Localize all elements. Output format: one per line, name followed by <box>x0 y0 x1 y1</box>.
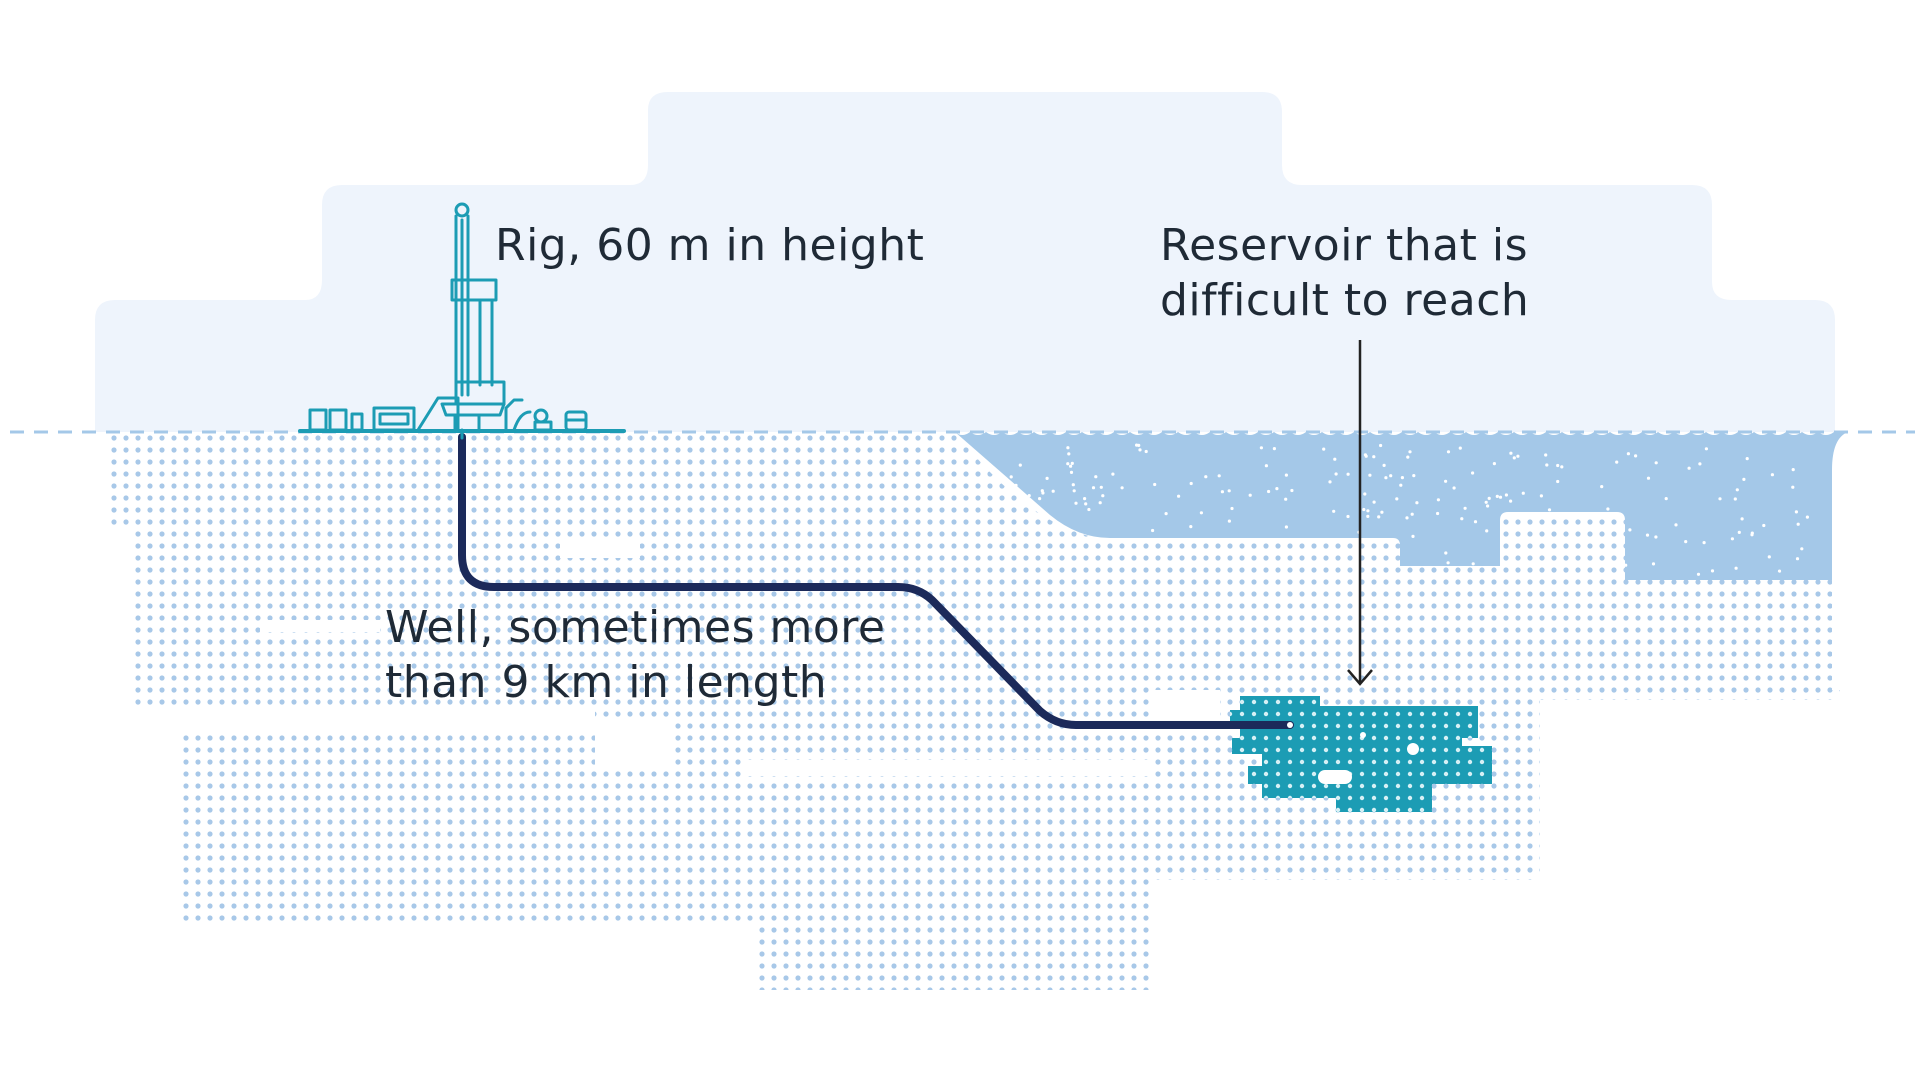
well-label-line-2: than 9 km in length <box>385 657 828 708</box>
rig-label: Rig, 60 m in height <box>495 218 924 273</box>
well-path <box>458 433 1294 729</box>
well-label: Well, sometimes more than 9 km in length <box>385 600 886 710</box>
sea <box>955 432 1848 580</box>
reservoir <box>1230 696 1492 812</box>
well-end <box>1287 722 1293 728</box>
sky-backdrop <box>95 92 1835 432</box>
arrow-down-icon <box>1347 340 1373 686</box>
drilling-rig-icon <box>298 202 626 440</box>
reservoir-label: Reservoir that is difficult to reach <box>1160 218 1529 328</box>
reservoir-label-line-2: difficult to reach <box>1160 275 1530 326</box>
reservoir-label-line-1: Reservoir that is <box>1160 220 1528 271</box>
strata-gaps <box>180 540 1220 776</box>
rig-label-line-1: Rig, 60 m in height <box>495 220 925 271</box>
sea-speckles <box>1009 443 1809 576</box>
well-label-line-1: Well, sometimes more <box>385 602 886 653</box>
